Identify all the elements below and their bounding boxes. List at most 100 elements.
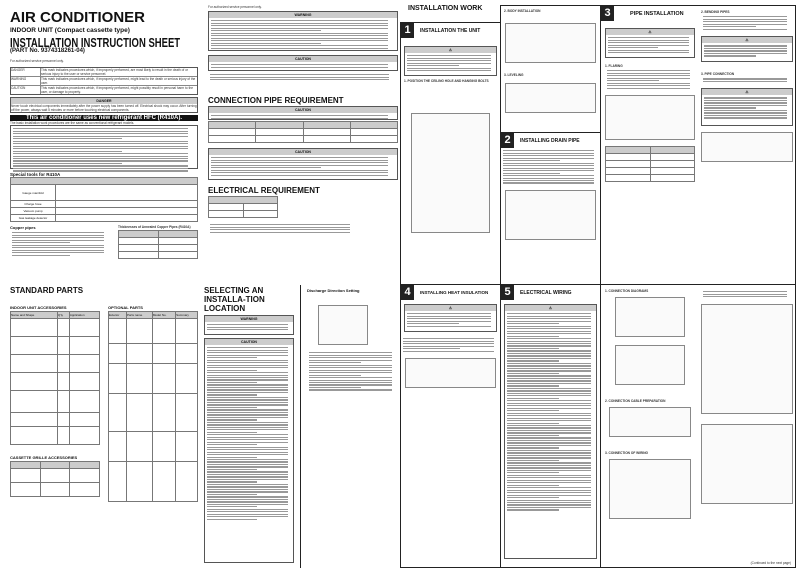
- section-title: INSTALLING HEAT INSULATION: [420, 290, 489, 295]
- copper-table-title: Thicknesses of Annealed Copper Pipes (R4…: [118, 225, 191, 229]
- standard-parts-title: STANDARD PARTS: [10, 286, 84, 295]
- selecting-warning: WARNING: [204, 315, 294, 335]
- cassette-accessories-title: CASSETTE GRILLE ACCESSORIES: [10, 455, 78, 460]
- electrical-req-title: ELECTRICAL REQUIREMENT: [208, 186, 320, 195]
- pipe-caution-title: CAUTION: [209, 107, 397, 113]
- section-number: 5: [501, 285, 514, 300]
- flaring-title: 1. FLARING: [605, 64, 623, 68]
- insulation-caution-title: CAUTION: [209, 149, 397, 155]
- column-divider: [300, 285, 301, 568]
- col-qty: Q'ty: [56, 311, 70, 319]
- danger-box-title: DANGER: [11, 98, 197, 104]
- caution-text: This mark indicates procedures which, if…: [41, 86, 194, 94]
- part-number: (PART No. 9374318261-04): [10, 48, 85, 54]
- wiring-diagrams: 1. CONNECTION DIAGRAMS 2. CONNECTION CAB…: [600, 284, 796, 568]
- diagram-figure-1: [615, 297, 685, 337]
- continued-note: (Continued to the next page): [750, 561, 791, 565]
- danger-text: This mark indicates procedures which, if…: [41, 68, 189, 76]
- warning-title: WARNING: [209, 12, 397, 18]
- connection-pipe-title: CONNECTION PIPE REQUIREMENT: [208, 96, 344, 105]
- col-parts: Parts name: [125, 311, 153, 319]
- flaring-figure: [605, 95, 695, 141]
- terminal-figure: [701, 423, 793, 504]
- selecting-warning-title: WARNING: [205, 316, 293, 322]
- selecting-caution: CAUTION: [204, 338, 294, 563]
- danger-label: DANGER: [11, 68, 41, 76]
- drain-figure: [505, 189, 596, 240]
- flare-table: [605, 146, 695, 183]
- section-number: 2: [501, 133, 514, 148]
- authorized-note: For authorized service personnel only.: [10, 59, 64, 63]
- section-title: INSTALLING DRAIN PIPE: [520, 137, 580, 144]
- insulation-figure: [405, 358, 496, 389]
- section-title: ELECTRICAL WIRING: [520, 289, 572, 296]
- position-title: 1. POSITION THE CEILING HOLE AND HANGING…: [404, 79, 489, 83]
- left-column: AIR CONDITIONER INDOOR UNIT (Compact cas…: [10, 10, 198, 259]
- cable-figure: [609, 407, 691, 437]
- warning-text: This mark indicates procedures which, if…: [41, 77, 196, 85]
- section-number: 1: [401, 23, 414, 38]
- electrical-table: [208, 196, 278, 218]
- tool-hose: Charge hose: [10, 200, 56, 208]
- installation-work-title: INSTALLATION WORK: [408, 5, 483, 12]
- ceiling-figure: [411, 113, 490, 233]
- col-app: Application: [68, 311, 101, 319]
- product-subtitle: INDOOR UNIT (Compact cassette type): [10, 27, 130, 34]
- body-title: 2. BODY INSTALLATION: [504, 9, 541, 13]
- cassette-accessories-table: [10, 461, 100, 497]
- discharge-notes: [307, 350, 397, 393]
- special-tools-title: Special tools for R410A: [10, 172, 61, 177]
- selecting-location-title: SELECTING AN INSTALLA-TION LOCATION: [204, 286, 265, 313]
- discharge-title: Discharge Direction Setting: [307, 288, 360, 293]
- leveling-figure: [505, 83, 596, 113]
- pipe-table: [207, 121, 399, 143]
- body-figure: [505, 23, 596, 63]
- bending-title: 2. BENDING PIPES: [701, 10, 730, 14]
- refrigerant-notes: [10, 125, 198, 172]
- section-number: 4: [401, 285, 414, 300]
- optional-parts-title: OPTIONAL PARTS: [108, 305, 143, 310]
- insulation-caution: CAUTION: [208, 148, 398, 180]
- sheet-title: INSTALLATION INSTRUCTION SHEET: [10, 36, 181, 50]
- copper-pipes-title: Copper pipes: [10, 225, 36, 230]
- indoor-accessories-title: INDOOR UNIT ACCESSORIES: [10, 305, 67, 310]
- special-tools-table: Gauge manifold Charge hose Vacuum pump G…: [10, 177, 198, 222]
- unit-figure: [701, 303, 793, 414]
- section-number: 3: [601, 6, 614, 21]
- selecting-caution-title: CAUTION: [205, 339, 293, 345]
- pipe-figure: [701, 132, 793, 163]
- refrigerant-note: The basic installation work procedures a…: [10, 121, 135, 125]
- tool-detector: Gas leakage detector: [10, 214, 56, 222]
- copper-text: [10, 230, 110, 258]
- danger-box-text: Never touch electrical components immedi…: [11, 104, 197, 112]
- wiring-figure: [609, 459, 691, 519]
- danger-box: DANGER Never touch electrical components…: [10, 97, 198, 113]
- warning-label: WARNING: [11, 77, 41, 85]
- leveling-title: 3. LEVELING: [504, 73, 524, 77]
- col-model: Model No.: [151, 311, 177, 319]
- caution-box: CAUTION: [208, 55, 398, 71]
- electrical-notes: [208, 222, 358, 235]
- col-summary: Summary: [175, 311, 198, 319]
- conn-wiring-title: 3. CONNECTION OF WIRING: [605, 451, 649, 455]
- caution-label: CAUTION: [11, 86, 41, 94]
- discharge-figure: [318, 305, 368, 345]
- section-2: 2 INSTALLING DRAIN PIPE: [500, 132, 601, 285]
- tool-gauge: Gauge manifold: [10, 184, 56, 201]
- section-title: PIPE INSTALLATION: [630, 10, 684, 17]
- tool-pump: Vacuum pump: [10, 207, 56, 215]
- copper-table: [118, 230, 198, 259]
- notes: [208, 72, 398, 83]
- col-exterior: Exterior: [108, 311, 127, 319]
- section-title: INSTALLATION THE UNIT: [420, 27, 481, 34]
- pipe-connection-title: 3. PIPE CONNECTION: [701, 72, 735, 77]
- diagram-figure-2: [615, 345, 685, 385]
- refrigerant-banner: This air conditioner uses new refrigeran…: [10, 115, 198, 121]
